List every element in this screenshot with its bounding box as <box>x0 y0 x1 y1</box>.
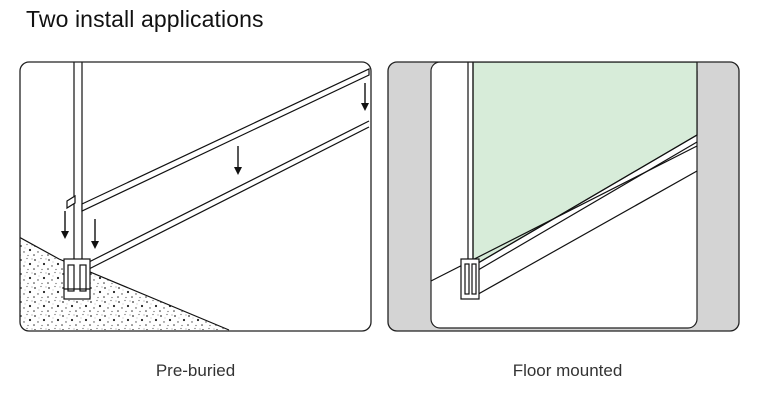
floor-mounted-caption: Floor mounted <box>512 361 623 380</box>
pre-buried-caption: Pre-buried <box>155 361 236 380</box>
pre-buried-panel <box>19 61 372 332</box>
page-heading: Two install applications <box>26 6 264 32</box>
floor-mounted-diagram-icon <box>387 61 740 332</box>
floor-mounted-panel <box>387 61 740 332</box>
pre-buried-diagram-icon <box>19 61 372 332</box>
